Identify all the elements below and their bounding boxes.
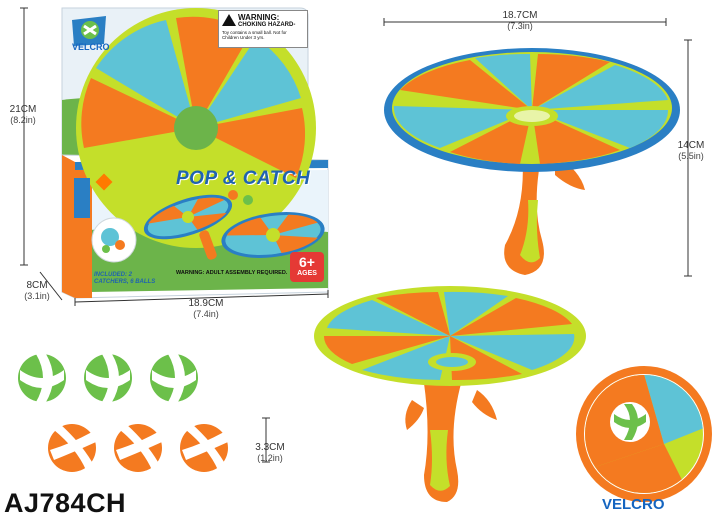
orange-ball-1 xyxy=(48,424,96,472)
green-balls xyxy=(18,354,198,402)
green-ball-1 xyxy=(18,354,66,402)
box-depth-imperial: (3.1in) xyxy=(24,291,50,301)
box-depth-label: 8CM (3.1in) xyxy=(16,280,58,302)
ball-diameter-metric: 3.3CM xyxy=(255,442,285,453)
box-height-label: 21CM (8.2in) xyxy=(0,104,46,126)
orange-balls xyxy=(48,424,228,472)
velcro-logo-icon xyxy=(72,16,106,46)
orange-ball-2 xyxy=(114,424,162,472)
age-badge-sub: AGES xyxy=(297,270,317,277)
model-code: AJ784CH xyxy=(4,488,127,518)
box-front-illustration xyxy=(91,190,325,263)
age-badge-number: 6+ xyxy=(299,254,315,270)
green-ball-3 xyxy=(150,354,198,402)
box-depth-metric: 8CM xyxy=(26,280,48,291)
orange-ball-3 xyxy=(180,424,228,472)
catcher-diameter-imperial: (7.3in) xyxy=(507,21,533,31)
ball-diameter-label: 3.3CM (1.2in) xyxy=(240,442,300,464)
assembly-text: WARNING: ADULT ASSEMBLY REQUIRED. xyxy=(176,270,288,276)
warning-text: Toy contains a small ball. Not for Child… xyxy=(222,30,287,40)
warning-subtitle: CHOKING HAZARD- xyxy=(238,22,296,28)
catcher-height-label: 14CM (5.5in) xyxy=(668,140,714,162)
catcher-top-view xyxy=(384,48,680,275)
box-width-metric: 18.9CM xyxy=(188,298,224,309)
warning-triangle-icon xyxy=(222,14,236,26)
catcher-height-metric: 14CM xyxy=(677,140,705,151)
box-title: POP & CATCH xyxy=(176,168,311,189)
age-badge: 6+ AGES xyxy=(290,252,324,282)
warning-title: WARNING: xyxy=(238,13,280,22)
box-width-label: 18.9CM (7.4in) xyxy=(176,298,236,320)
catcher-diameter-label: 18.7CM (7.3in) xyxy=(490,10,550,32)
warning-label: WARNING: CHOKING HAZARD- Toy contains a … xyxy=(218,10,308,48)
velcro-closeup xyxy=(576,366,712,502)
box-velcro-label: VELCRO xyxy=(72,42,110,52)
catcher-angle-view xyxy=(314,286,586,502)
included-text: INCLUDED: 2 CATCHERS, 6 BALLS xyxy=(94,272,156,285)
box-window-catcher xyxy=(76,8,316,248)
catcher-height-imperial: (5.5in) xyxy=(678,151,704,161)
box-side-title xyxy=(74,178,90,218)
catcher-diameter-metric: 18.7CM xyxy=(502,10,538,21)
green-ball-2 xyxy=(84,354,132,402)
box-width-imperial: (7.4in) xyxy=(193,309,219,319)
closeup-velcro-label: VELCRO xyxy=(602,496,665,513)
ball-diameter-imperial: (1.2in) xyxy=(257,453,283,463)
box-height-imperial: (8.2in) xyxy=(10,115,36,125)
box-height-metric: 21CM xyxy=(9,104,37,115)
